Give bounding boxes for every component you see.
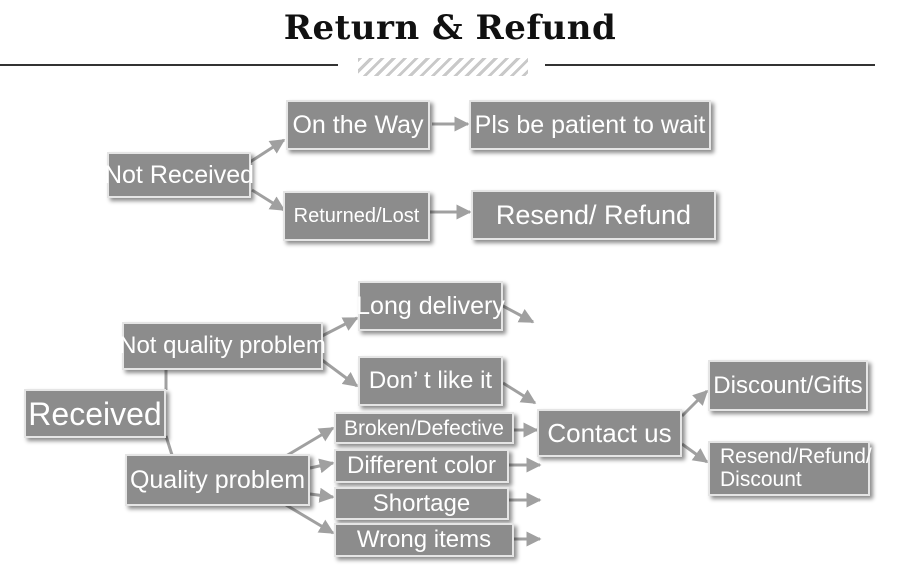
node-long-delivery: Long delivery xyxy=(356,281,505,331)
node-broken-defective: Broken/Defective xyxy=(334,412,514,444)
node-not-quality-problem: Not quality problem xyxy=(119,322,326,370)
arrow-quality-broken xyxy=(285,426,335,458)
node-on-the-way: On the Way xyxy=(286,100,430,150)
arrow-quality-color xyxy=(309,458,335,474)
arrow-notreceived-returned xyxy=(251,188,286,212)
node-shortage: Shortage xyxy=(334,487,509,520)
arrow-notquality-longdelivery xyxy=(321,316,359,338)
arrow-contact-discount xyxy=(680,389,709,418)
node-returned-lost: Returned/Lost xyxy=(283,191,430,241)
node-resend-refund-discount: Resend/Refund/ Discount xyxy=(708,441,872,496)
link-received-quality xyxy=(164,435,174,456)
node-quality-problem: Quality problem xyxy=(125,454,310,506)
node-contact-us: Contact us xyxy=(537,409,682,457)
title-rule-right xyxy=(545,64,875,66)
node-resend-refund: Resend/ Refund xyxy=(471,190,716,240)
arrow-quality-wrong xyxy=(285,503,335,535)
node-not-received: Not Received xyxy=(104,152,254,198)
arrow-longdelivery-out xyxy=(502,304,535,324)
node-wrong-items: Wrong items xyxy=(334,523,514,557)
title-hatch-decoration xyxy=(358,58,528,76)
title-rule-left xyxy=(0,64,338,66)
arrow-notquality-dontlike xyxy=(321,358,359,388)
node-dont-like-it: Don’ t like it xyxy=(358,356,503,406)
arrow-dontlike-contact xyxy=(502,381,537,405)
node-different-color: Different color xyxy=(334,449,509,483)
arrow-contact-resend xyxy=(681,442,709,464)
node-discount-gifts: Discount/Gifts xyxy=(708,360,868,411)
arrow-notreceived-ontheway xyxy=(249,138,286,164)
arrow-quality-shortage xyxy=(309,487,335,503)
node-pls-be-patient: Pls be patient to wait xyxy=(469,100,711,150)
page-title: Return & Refund xyxy=(283,8,617,48)
node-received: Received xyxy=(24,389,166,438)
